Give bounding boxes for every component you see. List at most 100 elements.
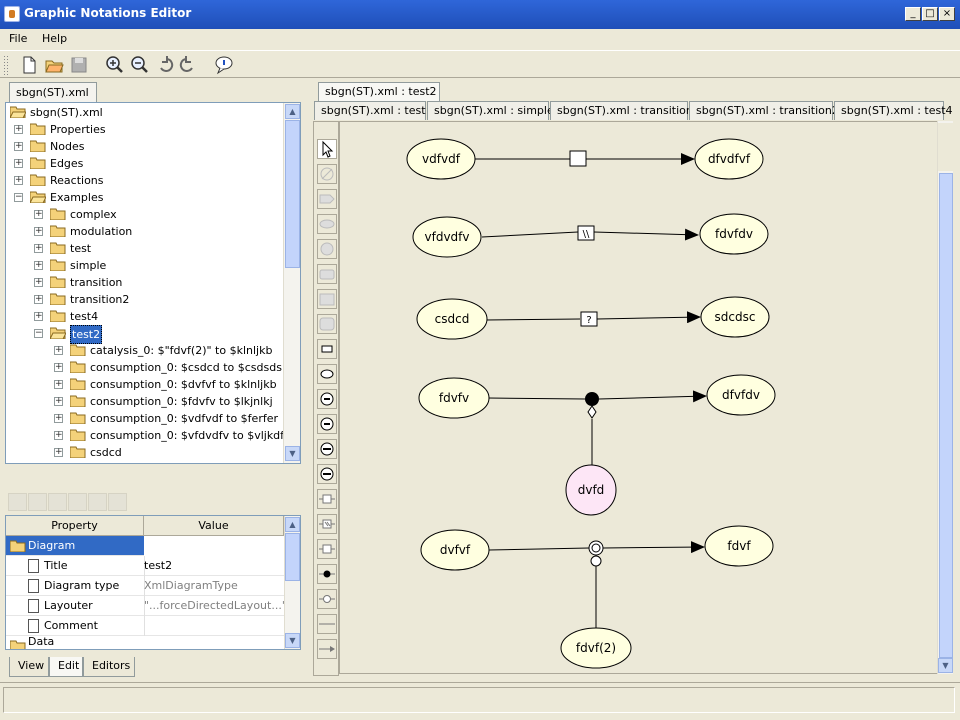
- scroll-down-icon[interactable]: ▼: [938, 658, 953, 673]
- collapse-icon[interactable]: −: [34, 328, 43, 338]
- process-tool-icon[interactable]: [317, 339, 337, 359]
- expand-icon[interactable]: +: [34, 277, 43, 287]
- ellipse-tool-icon[interactable]: [317, 214, 337, 234]
- tab-editors[interactable]: Editors: [83, 657, 135, 677]
- complex-tool-icon[interactable]: [317, 289, 337, 309]
- process-node-tool-icon[interactable]: [317, 489, 337, 509]
- scroll-down-icon[interactable]: ▼: [285, 446, 300, 461]
- expand-icon[interactable]: +: [34, 294, 43, 304]
- arrow-tool-icon[interactable]: [317, 639, 337, 659]
- property-tool-button[interactable]: [108, 493, 127, 511]
- node-fdvf[interactable]: fdvf: [704, 525, 774, 567]
- node-dfvdfvf[interactable]: dfvdfvf: [694, 138, 764, 180]
- tab-transition[interactable]: sbgn(ST).xml : transition: [550, 101, 693, 120]
- expand-icon[interactable]: +: [14, 141, 23, 151]
- source-sink-tool-icon[interactable]: [317, 164, 337, 184]
- production-edge[interactable]: [598, 390, 707, 403]
- expand-icon[interactable]: +: [14, 158, 23, 168]
- menu-file[interactable]: File: [9, 32, 28, 45]
- close-button[interactable]: ×: [939, 7, 955, 21]
- tab-transition2[interactable]: sbgn(ST).xml : transition2: [689, 101, 839, 120]
- compartment-tool-icon[interactable]: [317, 314, 337, 334]
- property-tool-button[interactable]: [68, 493, 87, 511]
- info-bubble-icon[interactable]: [213, 54, 235, 76]
- property-value[interactable]: XmlDiagramType: [144, 579, 238, 592]
- consumption-edge[interactable]: [487, 397, 586, 400]
- property-tool-button[interactable]: [8, 493, 27, 511]
- expand-icon[interactable]: +: [14, 124, 23, 134]
- line-tool-icon[interactable]: [317, 614, 337, 634]
- association-tool-icon[interactable]: [317, 564, 337, 584]
- tab-sbgn-file[interactable]: sbgn(ST).xml: [9, 82, 97, 102]
- property-group-data[interactable]: Data: [6, 635, 284, 649]
- tab-edit[interactable]: Edit: [49, 657, 83, 677]
- tab-simple[interactable]: sbgn(ST).xml : simple: [427, 101, 554, 120]
- production-edge[interactable]: [602, 541, 705, 554]
- minimize-button[interactable]: _: [905, 7, 921, 21]
- expand-icon[interactable]: +: [14, 175, 23, 185]
- scroll-down-icon[interactable]: ▼: [285, 633, 300, 648]
- expand-icon[interactable]: +: [34, 260, 43, 270]
- open-folder-icon[interactable]: [43, 54, 65, 76]
- menu-help[interactable]: Help: [42, 32, 68, 45]
- production-edge[interactable]: [596, 311, 701, 324]
- tab-test4[interactable]: sbgn(ST).xml : test4: [834, 101, 953, 120]
- expand-icon[interactable]: +: [54, 379, 63, 389]
- expand-icon[interactable]: +: [54, 430, 63, 440]
- process-node[interactable]: [569, 150, 587, 167]
- node-fdvf-2[interactable]: fdvf(2): [560, 627, 632, 669]
- properties-scrollbar[interactable]: ▲ ▼: [284, 516, 300, 649]
- property-tool-button[interactable]: [88, 493, 107, 511]
- dissociation-node[interactable]: [588, 540, 604, 556]
- property-row-comment[interactable]: Comment: [6, 616, 284, 636]
- expand-icon[interactable]: +: [34, 243, 43, 253]
- expand-icon[interactable]: +: [34, 209, 43, 219]
- node-dfvfdv[interactable]: dfvfdv: [706, 374, 776, 416]
- tag-tool-icon[interactable]: [317, 189, 337, 209]
- diagram-canvas[interactable]: vdfvdf dfvdfvf \\ vfdvdfv fdvfdv ? csdcd…: [339, 121, 939, 674]
- redo-icon[interactable]: [178, 54, 200, 76]
- node-vfdvdfv[interactable]: vfdvdfv: [412, 216, 482, 258]
- node-dvfvf[interactable]: dvfvf: [420, 529, 490, 571]
- maximize-button[interactable]: □: [922, 7, 938, 21]
- tab-test2[interactable]: sbgn(ST).xml : test2: [318, 82, 440, 101]
- or-operator-tool-icon[interactable]: [317, 414, 337, 434]
- new-document-icon[interactable]: [18, 54, 40, 76]
- property-tool-button[interactable]: [28, 493, 47, 511]
- tree-scrollbar[interactable]: ▲ ▼: [283, 103, 300, 463]
- xor-operator-tool-icon[interactable]: [317, 439, 337, 459]
- column-header-property[interactable]: Property: [6, 516, 144, 536]
- consumption-edge[interactable]: [488, 547, 590, 551]
- scroll-up-icon[interactable]: ▲: [285, 104, 300, 119]
- undo-icon[interactable]: [153, 54, 175, 76]
- consumption-edge[interactable]: [485, 318, 581, 321]
- macromolecule-tool-icon[interactable]: [317, 264, 337, 284]
- uncertain-process-node[interactable]: ?: [580, 311, 598, 327]
- tab-view[interactable]: View: [9, 657, 49, 677]
- zoom-out-icon[interactable]: [128, 54, 150, 76]
- pointer-tool-icon[interactable]: [317, 139, 337, 159]
- property-row-layouter[interactable]: Layouter"...forceDirectedLayout...": [6, 596, 287, 616]
- scroll-up-icon[interactable]: ▲: [285, 517, 300, 532]
- property-group-diagram[interactable]: Diagram: [6, 536, 144, 556]
- canvas-scrollbar[interactable]: ▼: [937, 121, 953, 674]
- expand-icon[interactable]: +: [54, 447, 63, 457]
- node-csdcd[interactable]: csdcd: [416, 298, 488, 340]
- ellipse-node-tool-icon[interactable]: [317, 364, 337, 384]
- dissociation-tool-icon[interactable]: [317, 589, 337, 609]
- collapse-icon[interactable]: −: [14, 192, 23, 202]
- not-operator-tool-icon[interactable]: [317, 464, 337, 484]
- expand-icon[interactable]: +: [54, 345, 63, 355]
- tab-test[interactable]: sbgn(ST).xml : test: [314, 101, 426, 120]
- and-operator-tool-icon[interactable]: [317, 389, 337, 409]
- canvas-scroll-thumb[interactable]: [939, 173, 953, 658]
- expand-icon[interactable]: +: [54, 413, 63, 423]
- node-fdvfv[interactable]: fdvfv: [418, 377, 490, 419]
- consumption-edge[interactable]: [481, 231, 579, 238]
- property-tool-button[interactable]: [48, 493, 67, 511]
- tree-scroll-thumb[interactable]: [285, 120, 300, 268]
- node-vdfvdf[interactable]: vdfvdf: [406, 138, 476, 180]
- expand-icon[interactable]: +: [54, 396, 63, 406]
